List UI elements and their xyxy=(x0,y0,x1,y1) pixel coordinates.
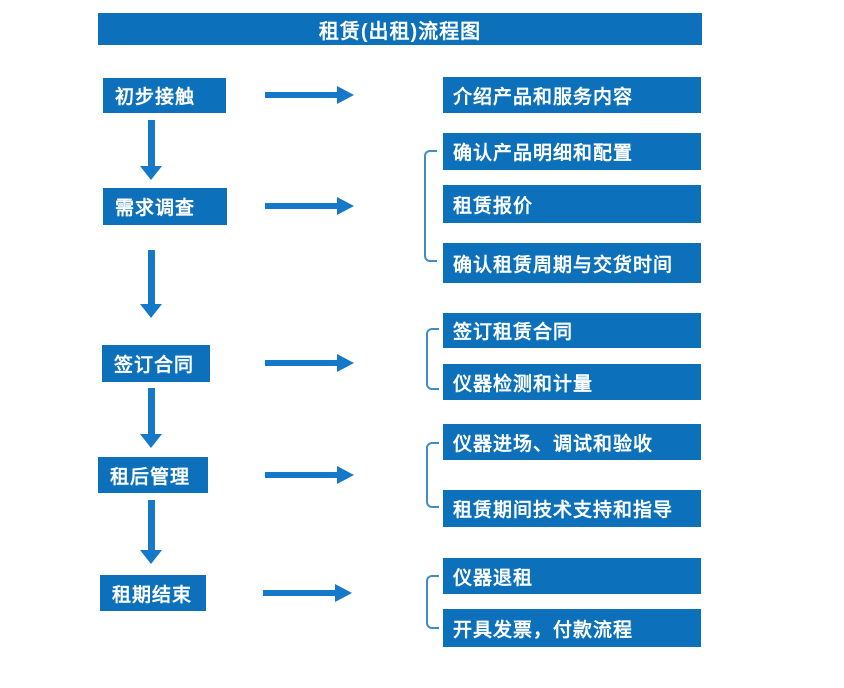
arrow-head xyxy=(337,354,354,372)
arrow-down-icon xyxy=(140,388,162,448)
step-box-rental-end: 租期结束 xyxy=(100,575,206,611)
detail-box-instrument-inspection: 仪器检测和计量 xyxy=(443,364,701,400)
step-box-post-rental-management: 租后管理 xyxy=(98,457,208,493)
step-box-sign-contract: 签订合同 xyxy=(102,345,210,382)
arrow-shaft xyxy=(147,500,155,550)
bracket-group-sign-contract xyxy=(426,328,439,390)
arrow-down-icon xyxy=(140,250,162,318)
arrow-right-icon xyxy=(265,466,354,484)
detail-box-confirm-period-delivery: 确认租赁周期与交货时间 xyxy=(443,243,701,283)
arrow-shaft xyxy=(147,120,155,166)
bracket-group-rental-end xyxy=(426,575,439,629)
arrow-shaft xyxy=(265,472,337,478)
arrow-down-icon xyxy=(140,120,162,180)
arrow-head xyxy=(140,550,162,564)
arrow-shaft xyxy=(263,590,335,596)
arrow-shaft xyxy=(147,388,155,434)
detail-box-introduce-products: 介绍产品和服务内容 xyxy=(443,77,701,113)
detail-box-instrument-setup-acceptance: 仪器进场、调试和验收 xyxy=(443,424,701,460)
arrow-right-icon xyxy=(265,197,354,215)
arrow-head xyxy=(140,166,162,180)
step-box-demand-survey: 需求调查 xyxy=(103,188,227,225)
arrow-right-icon xyxy=(263,584,352,602)
arrow-shaft xyxy=(265,203,337,209)
arrow-shaft xyxy=(147,250,155,304)
detail-box-sign-rental-contract: 签订租赁合同 xyxy=(443,313,701,348)
detail-box-invoice-payment: 开具发票，付款流程 xyxy=(443,609,701,647)
detail-box-technical-support: 租赁期间技术支持和指导 xyxy=(443,490,701,527)
step-box-initial-contact: 初步接触 xyxy=(103,78,226,113)
arrow-head xyxy=(335,584,352,602)
bracket-group-post-rental xyxy=(426,442,439,508)
arrow-right-icon xyxy=(265,354,354,372)
arrow-head xyxy=(140,304,162,318)
arrow-shaft xyxy=(265,92,337,98)
detail-box-instrument-return: 仪器退租 xyxy=(443,558,701,594)
arrow-shaft xyxy=(265,360,337,366)
arrow-head xyxy=(337,86,354,104)
bracket-group-demand-survey xyxy=(424,150,437,262)
arrow-right-icon xyxy=(265,86,354,104)
arrow-down-icon xyxy=(140,500,162,564)
arrow-head xyxy=(337,197,354,215)
detail-box-confirm-product-config: 确认产品明细和配置 xyxy=(443,133,701,170)
arrow-head xyxy=(337,466,354,484)
detail-box-rental-quotation: 租赁报价 xyxy=(443,185,701,223)
flowchart-title: 租赁(出租)流程图 xyxy=(98,13,702,45)
arrow-head xyxy=(140,434,162,448)
